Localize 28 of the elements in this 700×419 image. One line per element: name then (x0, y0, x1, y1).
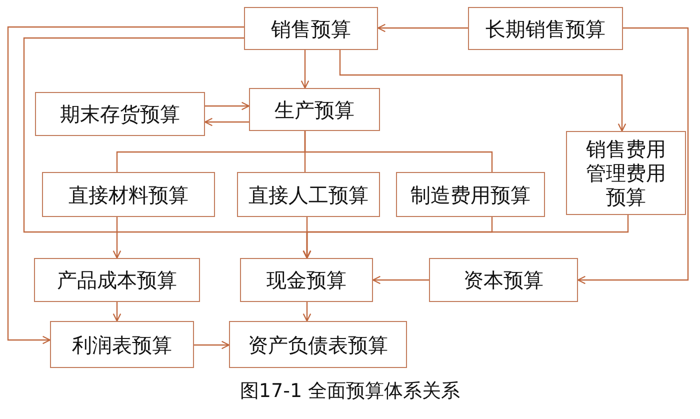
budget-box: 利润表预算 (50, 321, 194, 368)
budget-box: 生产预算 (249, 88, 380, 131)
budget-box: 销售预算 (244, 7, 378, 50)
arrow (112, 302, 122, 322)
budget-box: 直接人工预算 (237, 172, 380, 217)
budget-box: 资本预算 (429, 258, 578, 302)
arrow (300, 50, 310, 89)
budget-box: 销售费用管理费用预算 (566, 131, 686, 215)
arrow (302, 215, 629, 259)
budget-box: 制造费用预算 (396, 172, 545, 217)
arrow (302, 302, 312, 322)
arrow (577, 27, 689, 284)
budget-box: 资产负债表预算 (229, 321, 407, 368)
arrow (205, 102, 250, 110)
budget-box: 期末存货预算 (35, 92, 205, 136)
arrow (339, 50, 626, 132)
arrow (194, 340, 230, 350)
arrow (112, 217, 122, 259)
budget-box: 长期销售预算 (468, 7, 623, 50)
arrow (377, 24, 468, 32)
arrow (372, 276, 429, 284)
connector-line (304, 131, 493, 172)
budget-box: 直接材料预算 (42, 172, 215, 217)
figure-caption: 图17-1 全面预算体系关系 (240, 379, 460, 404)
arrow (204, 118, 249, 126)
budget-box: 现金预算 (240, 258, 373, 302)
budget-box: 产品成本预算 (34, 258, 200, 302)
arrow (7, 26, 244, 344)
